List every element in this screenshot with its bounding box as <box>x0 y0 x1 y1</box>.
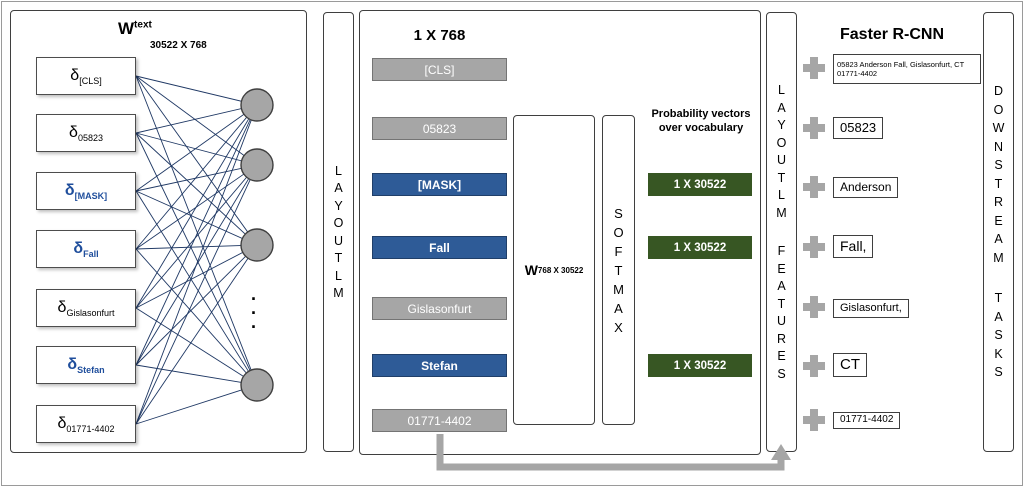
plus-icon <box>803 117 825 139</box>
probability-vector-mask: 1 X 30522 <box>648 173 752 196</box>
embedding-network <box>135 75 274 425</box>
token-label: Stefan <box>77 365 105 375</box>
delta-symbol: δ <box>73 240 84 257</box>
weight-matrix-symbol: W <box>524 262 538 278</box>
delta-symbol: δ <box>57 415 67 432</box>
embedding-vector-fall: Fall <box>372 236 507 259</box>
wtext-symbol: W <box>118 19 135 38</box>
plus-icon <box>803 176 825 198</box>
token-label: 01771-4402 <box>66 424 115 434</box>
delta-symbol: δ <box>64 182 75 199</box>
ellipsis-dots: ... <box>251 284 257 332</box>
token-label: Gislasonfurt <box>66 308 115 318</box>
wtext-superscript: text <box>134 19 152 31</box>
ocr-text-box-zip: 01771-4402 <box>833 412 901 429</box>
embedding-vector-cls: [CLS] <box>372 58 507 81</box>
delta-symbol: δ <box>70 67 80 84</box>
token-label: 05823 <box>77 133 103 143</box>
embedding-vector-stefan: Stefan <box>372 354 507 377</box>
ocr-text-box-anderson: Anderson <box>833 177 899 198</box>
embedding-vector-zip: 01771-4402 <box>372 409 507 432</box>
plus-icon <box>803 409 825 431</box>
ocr-text-box-fall: Fall, <box>833 235 874 258</box>
weight-matrix-dims: 768 X 30522 <box>537 265 584 275</box>
ocr-text-box-05823: 05823 <box>833 117 884 139</box>
wtext-title: Wtext <box>118 19 152 39</box>
ocr-text-box-address: 05823 Anderson Fall, Gislasonfurt, CT 01… <box>833 54 981 84</box>
wtext-dimensions: 30522 X 768 <box>150 40 207 51</box>
token-label: [MASK] <box>74 191 108 201</box>
delta-symbol: δ <box>67 356 78 373</box>
delta-symbol: δ <box>57 299 67 316</box>
token-box-mask: δ[MASK] <box>36 172 136 210</box>
plus-icon <box>803 57 825 79</box>
token-box-cls: δ[CLS] <box>36 57 136 95</box>
plus-icon <box>803 236 825 258</box>
token-label: [CLS] <box>79 76 102 86</box>
probability-label: Probability vectors over vocabulary <box>651 108 751 134</box>
plus-icon <box>803 355 825 377</box>
ocr-text-box-gislasonfurt: Gislasonfurt, <box>833 299 909 318</box>
probability-vector-fall: 1 X 30522 <box>648 236 752 259</box>
embedding-vector-mask: [MASK] <box>372 173 507 196</box>
ocr-text-box-ct: CT <box>833 353 867 377</box>
probability-vector-stefan: 1 X 30522 <box>648 354 752 377</box>
embedding-vector-05823: 05823 <box>372 117 507 140</box>
delta-symbol: δ <box>69 124 78 141</box>
embedding-vector-gislasonfurt: Gislasonfurt <box>372 297 507 320</box>
hidden-dim-label: 1 X 768 <box>413 27 466 44</box>
token-label: Fall <box>83 249 99 259</box>
faster-rcnn-title: Faster R-CNN <box>840 26 945 43</box>
plus-icon <box>803 296 825 318</box>
